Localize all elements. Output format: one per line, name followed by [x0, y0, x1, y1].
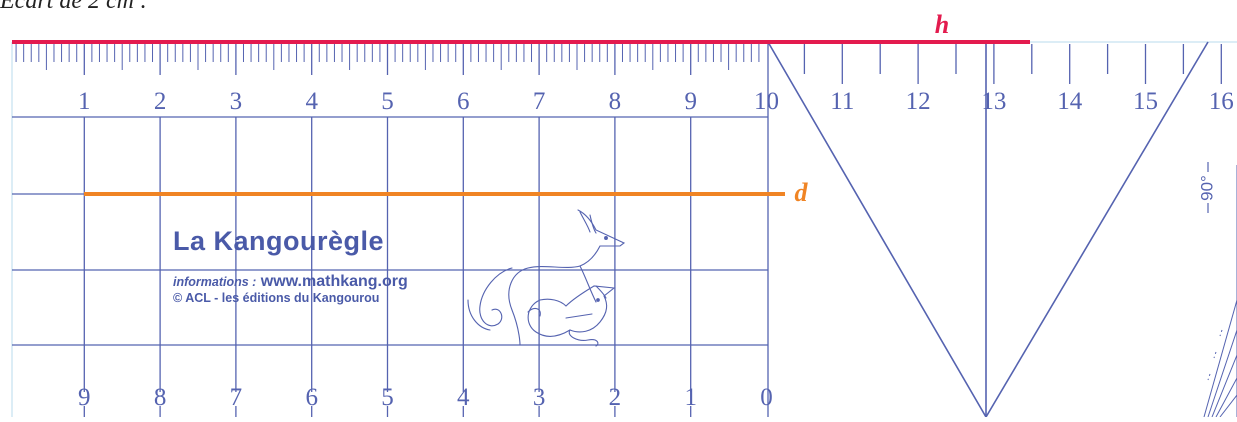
scale-number: 5	[381, 88, 394, 115]
vertical-grid-lines	[83, 42, 692, 417]
scale-number: 7	[533, 88, 546, 115]
scale-number: 9	[684, 88, 697, 115]
info-label: informations :	[173, 275, 257, 289]
scale-number: 11	[830, 88, 854, 115]
scale-number: 15	[1133, 88, 1158, 115]
scale-number: 2	[609, 384, 622, 411]
scale-number: 4	[457, 384, 470, 411]
scale-number: 6	[457, 88, 470, 115]
website-link[interactable]: www.mathkang.org	[260, 273, 408, 290]
label-d: d	[795, 178, 809, 207]
millimeter-ticks	[15, 44, 1222, 84]
scale-number: 2	[154, 88, 167, 115]
scale-number: 12	[906, 88, 931, 115]
scale-number: 16	[1209, 88, 1234, 115]
scale-number: 9	[78, 384, 91, 411]
angle-90-label: 90°	[1197, 175, 1216, 201]
label-h: h	[935, 10, 949, 39]
caption-text: Écart de 2 cm :	[0, 0, 148, 14]
protractor-fragment	[1203, 299, 1237, 418]
scale-number: 5	[381, 384, 394, 411]
scale-number: 3	[533, 384, 546, 411]
bottom-scale-numbers: 9 8 7 6 5 4 3 2 1 0	[78, 384, 773, 411]
kangaroo-logo-icon	[467, 209, 626, 347]
brand-title: La Kangourègle	[173, 226, 385, 256]
scale-number: 7	[230, 384, 243, 411]
brand-copyright: © ACL - les éditions du Kangourou	[173, 291, 380, 305]
triangle-left-edge	[767, 41, 987, 418]
scale-number: 13	[981, 88, 1006, 115]
scale-number: 14	[1057, 88, 1083, 115]
scale-number: 1	[684, 384, 697, 411]
triangle-construction	[767, 41, 1237, 418]
scale-number: 0	[760, 384, 773, 411]
scale-number: 8	[609, 88, 622, 115]
angle-marker: 90°	[1197, 162, 1216, 213]
triangle-right-edge	[985, 41, 1209, 418]
scale-number: 4	[305, 88, 318, 115]
scale-number: 6	[305, 384, 318, 411]
scale-number: 8	[154, 384, 167, 411]
scale-number: 10	[754, 88, 779, 115]
scale-number: 3	[230, 88, 243, 115]
scale-number: 1	[78, 88, 91, 115]
brand-info: informations : www.mathkang.org	[173, 273, 408, 291]
